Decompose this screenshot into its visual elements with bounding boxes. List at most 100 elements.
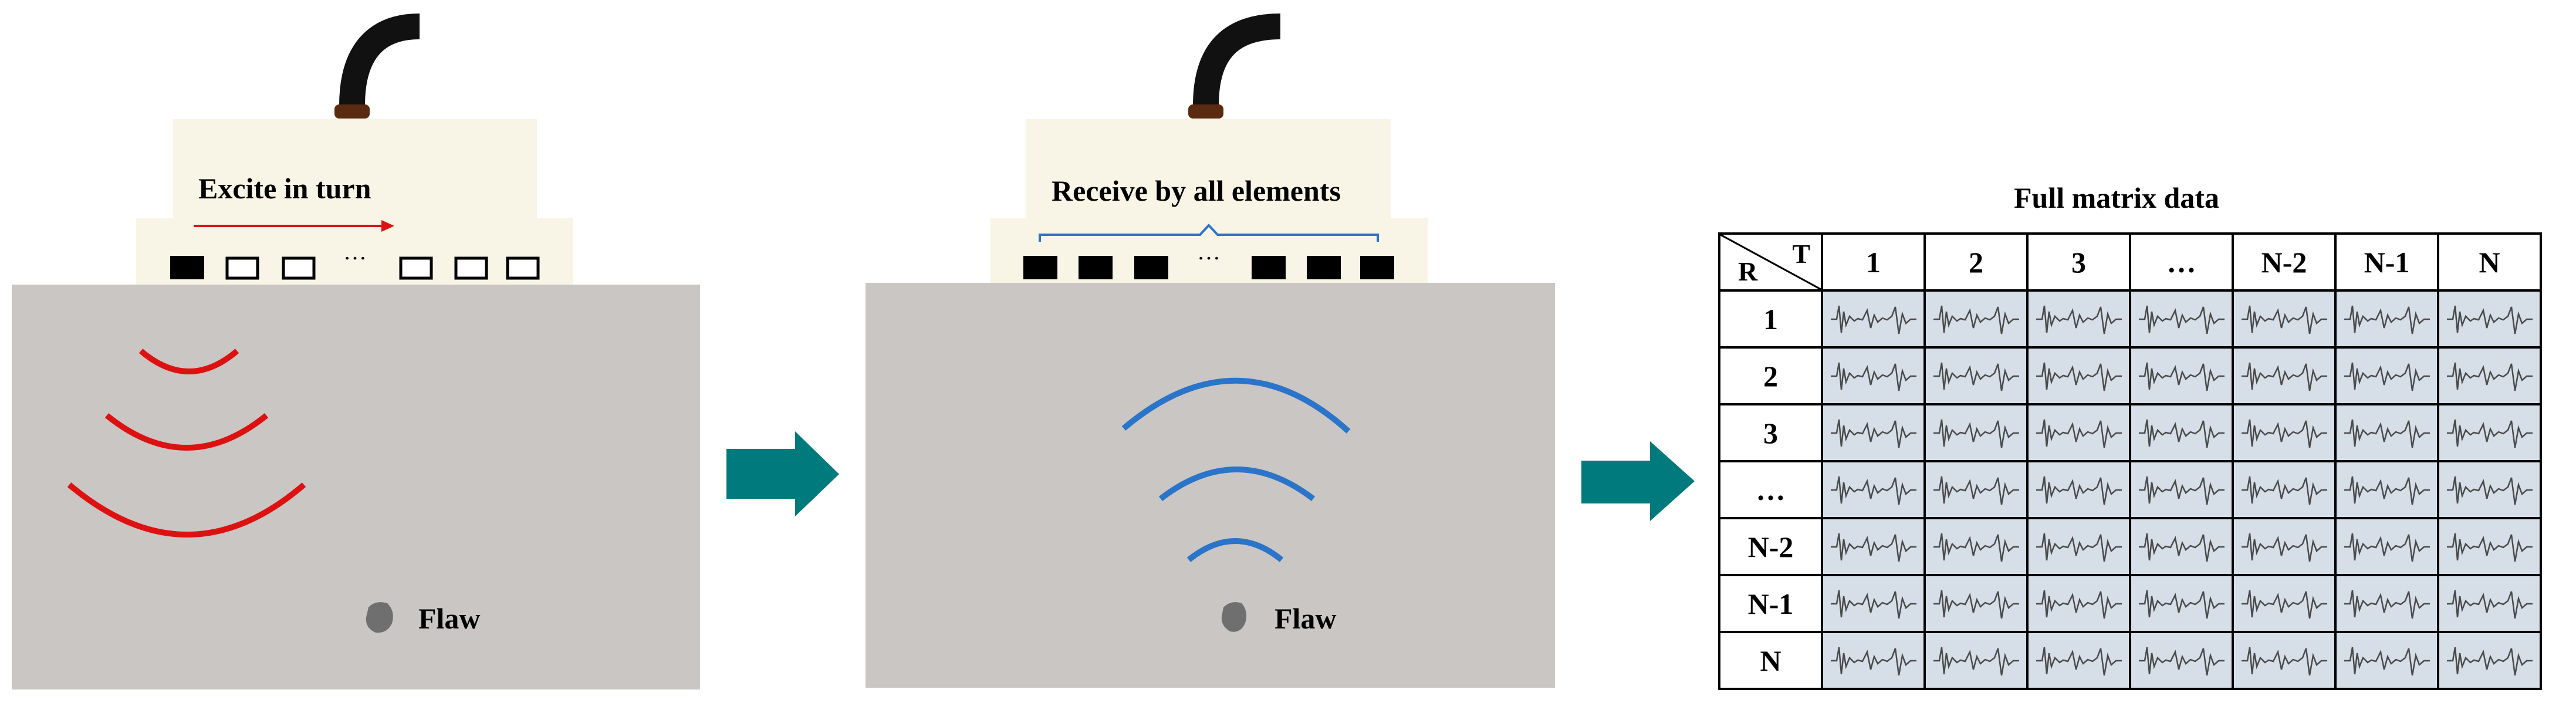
waveform-cell — [2334, 631, 2439, 690]
waveform-icon — [1932, 413, 2020, 454]
waveform-cell — [2437, 574, 2542, 633]
waveform-cell — [2232, 574, 2337, 633]
waveform-cell — [2334, 346, 2439, 405]
waveform-icon — [1932, 356, 2020, 397]
waveform-cell — [2334, 289, 2439, 349]
waveform-cell — [2026, 631, 2131, 690]
waveform-icon — [2138, 526, 2226, 567]
panel2-element-active — [1252, 256, 1286, 279]
row-header: N-1 — [1718, 574, 1823, 633]
waveform-icon — [2240, 469, 2328, 511]
waveform-cell — [2129, 346, 2234, 405]
column-header: N — [2437, 232, 2542, 292]
matrix-header-row: T R 1 2 3 … N-2 N-1 N — [1718, 232, 2542, 292]
panel2-probe — [990, 13, 1428, 285]
column-header: 3 — [2026, 232, 2131, 292]
waveform-cell — [1923, 631, 2029, 690]
row-header: 3 — [1718, 403, 1823, 462]
waveform-icon — [2138, 583, 2226, 624]
waveform-cell — [1821, 574, 1926, 633]
panel1-specimen — [12, 285, 700, 689]
waveform-icon — [1830, 356, 1918, 397]
waveform-icon — [1932, 299, 2020, 340]
panel2-probe-housing — [1026, 119, 1391, 219]
panel2-flaw-label: Flaw — [1275, 602, 1337, 635]
waveform-cell — [2334, 460, 2439, 519]
receive-wave-large — [1121, 377, 1351, 434]
waveform-cell — [1821, 517, 1926, 576]
waveform-cell — [1923, 289, 2029, 349]
waveform-cell — [1923, 460, 2029, 519]
waveform-cell — [1821, 631, 1926, 690]
waveform-cell — [2232, 403, 2337, 462]
panel2-receive-bracket — [1039, 224, 1379, 242]
matrix-title: Full matrix data — [2014, 181, 2219, 214]
waveform-icon — [1830, 526, 1918, 567]
panel2-instruction: Receive by all elements — [1052, 174, 1341, 207]
waveform-cell — [2026, 574, 2131, 633]
waveform-icon — [2343, 583, 2431, 624]
matrix-row: N-2 — [1718, 517, 2542, 576]
excite-wave-small — [138, 349, 239, 374]
waveform-cell — [2026, 517, 2131, 576]
waveform-cell — [2334, 574, 2439, 633]
waveform-cell — [2437, 289, 2542, 349]
waveform-icon — [2446, 583, 2534, 624]
panel1-element — [282, 256, 316, 280]
panel2-element-active — [1360, 256, 1394, 279]
row-header: N — [1718, 631, 1823, 690]
receive-wave-small — [1186, 538, 1284, 562]
panel1-element-active — [170, 256, 204, 279]
waveform-icon — [2035, 640, 2123, 681]
panel1-instruction: Excite in turn — [198, 172, 371, 205]
waveform-icon — [2240, 356, 2328, 397]
waveform-cell — [2437, 460, 2542, 519]
waveform-cell — [2437, 346, 2542, 405]
panel1-element — [506, 256, 540, 280]
receive-wave-medium — [1158, 467, 1316, 501]
waveform-icon — [2035, 469, 2123, 511]
waveform-icon — [2138, 356, 2226, 397]
column-header: 2 — [1923, 232, 2029, 292]
waveform-cell — [2437, 403, 2542, 462]
waveform-icon — [1932, 469, 2020, 511]
waveform-icon — [1830, 469, 1918, 511]
waveform-cell — [2129, 403, 2234, 462]
waveform-cell — [2129, 289, 2234, 349]
waveform-icon — [2446, 469, 2534, 511]
matrix-row: N — [1718, 631, 2542, 690]
waveform-icon — [2343, 640, 2431, 681]
waveform-cell — [1923, 517, 2029, 576]
waveform-icon — [2138, 469, 2226, 511]
waveform-icon — [2446, 526, 2534, 567]
row-header: … — [1718, 460, 1823, 519]
waveform-cell — [2026, 346, 2131, 405]
panel2-element-active — [1307, 256, 1341, 279]
waveform-icon — [2138, 413, 2226, 454]
waveform-icon — [1830, 640, 1918, 681]
waveform-cell — [2129, 574, 2234, 633]
waveform-cell — [1923, 346, 2029, 405]
corner-receive-label: R — [1738, 256, 1758, 286]
panel1-element — [399, 256, 433, 280]
waveform-icon — [2035, 583, 2123, 624]
waveform-cell — [2334, 517, 2439, 576]
panel1-flaw-label: Flaw — [418, 602, 481, 635]
waveform-icon — [2446, 413, 2534, 454]
panel2-cable-connector — [1188, 104, 1223, 119]
waveform-icon — [2138, 299, 2226, 340]
waveform-cell — [2437, 517, 2542, 576]
panel2-probe-base — [990, 218, 1428, 285]
waveform-cell — [2026, 289, 2131, 349]
waveform-cell — [2129, 517, 2234, 576]
waveform-icon — [1830, 413, 1918, 454]
column-header: … — [2129, 232, 2234, 292]
row-header: N-2 — [1718, 517, 1823, 576]
corner-transmit-label: T — [1792, 239, 1810, 269]
waveform-cell — [2232, 631, 2337, 690]
matrix-corner-cell: T R — [1718, 232, 1823, 292]
waveform-icon — [2343, 299, 2431, 340]
matrix-row: 1 — [1718, 289, 2542, 349]
panel2-cable — [1193, 13, 1281, 106]
